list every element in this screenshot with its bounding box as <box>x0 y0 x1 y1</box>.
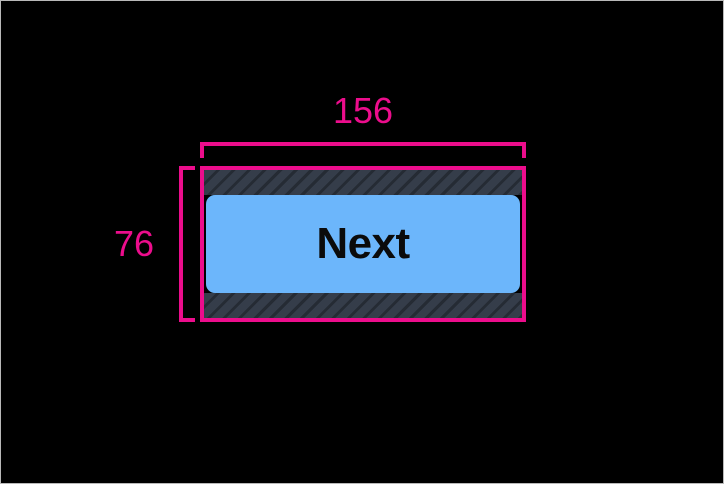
height-bracket-end-tick <box>179 318 195 322</box>
height-measurement-label: 76 <box>113 223 155 264</box>
height-bracket-bar <box>179 166 183 322</box>
width-bracket-start-tick <box>200 142 204 158</box>
element-bounding-box[interactable]: Next <box>200 166 526 322</box>
next-button[interactable]: Next <box>206 195 520 293</box>
height-bracket-start-tick <box>179 166 195 170</box>
padding-band-top <box>204 170 522 195</box>
width-bracket-bar <box>200 142 526 146</box>
height-dimension-bracket <box>179 166 197 322</box>
padding-band-bottom <box>204 293 522 318</box>
width-bracket-end-tick <box>522 142 526 158</box>
width-dimension-bracket <box>200 142 526 160</box>
width-measurement-label: 156 <box>332 90 394 131</box>
next-button-label: Next <box>316 219 410 268</box>
